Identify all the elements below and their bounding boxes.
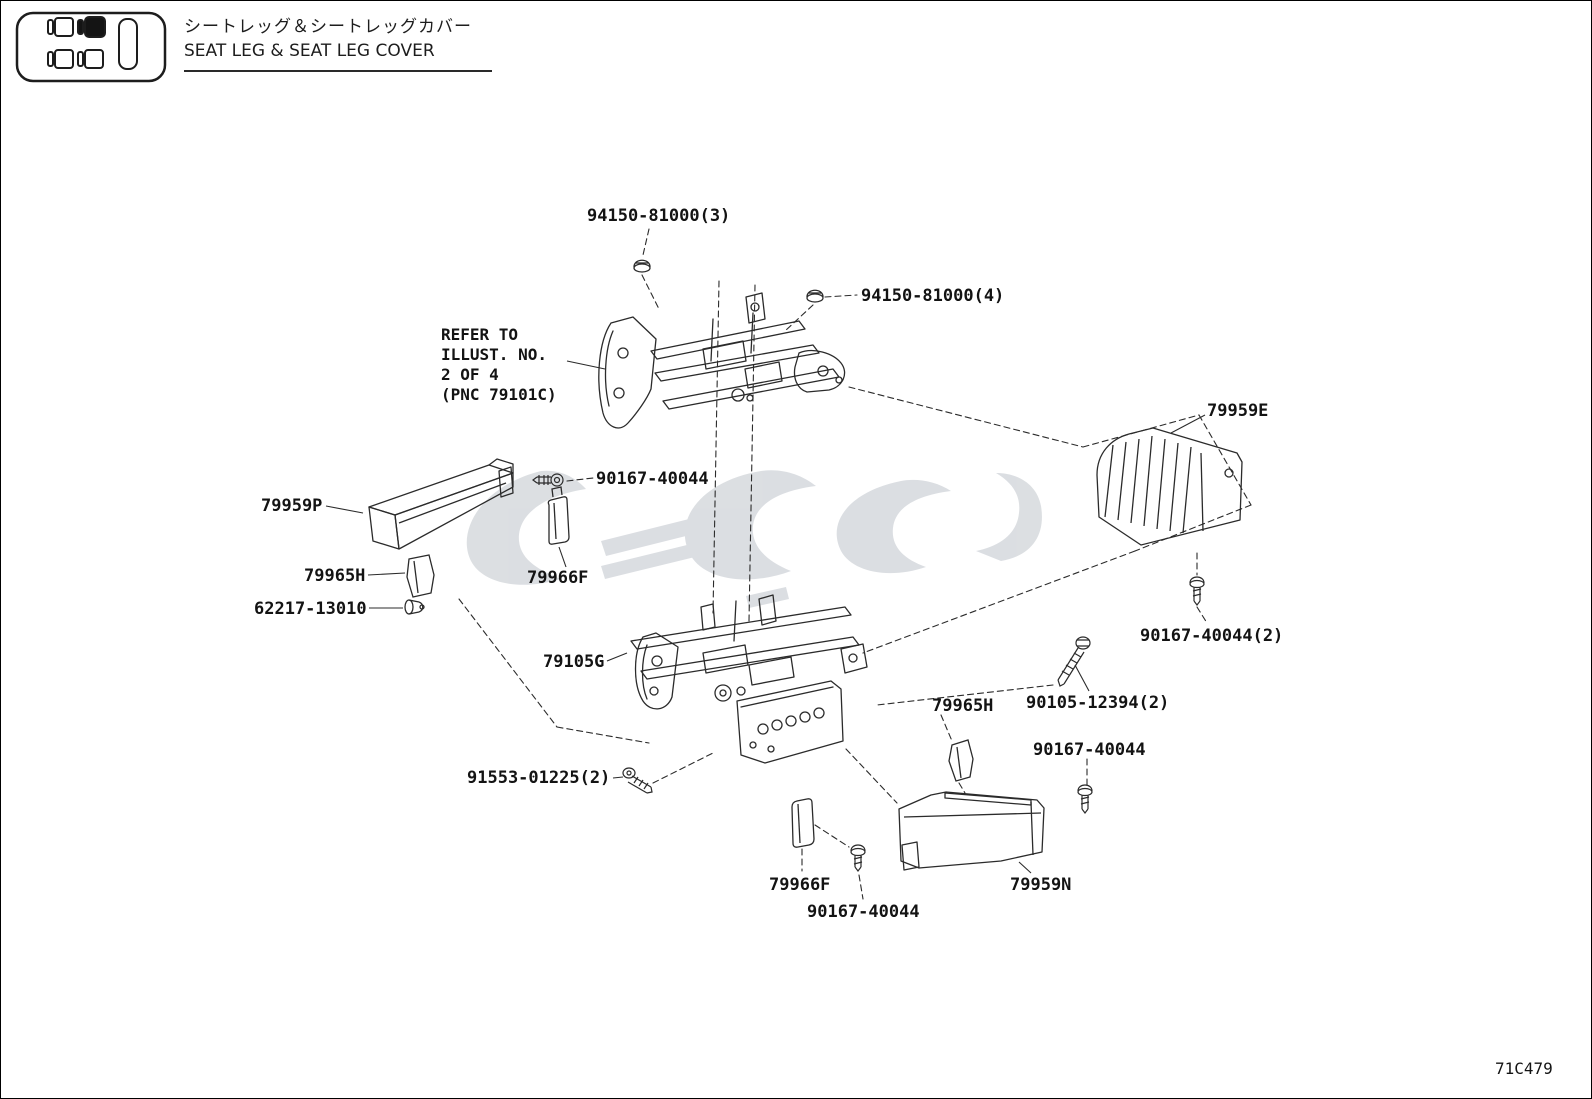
- seat-icon-top-middle-selected: [77, 16, 106, 38]
- title-japanese: シートレッグ＆シートレッグカバー: [184, 17, 472, 37]
- screw-79959e-art: [1189, 576, 1205, 606]
- bracket-79965h-right-art: [948, 739, 974, 782]
- part-label-94150-81000-3[interactable]: 94150-81000(3): [587, 206, 731, 226]
- cover-79959n-art: [898, 791, 1045, 871]
- part-label-91553-01225-2[interactable]: 91553-01225(2): [467, 768, 611, 788]
- part-label-79105g[interactable]: 79105G: [543, 652, 605, 672]
- upper-frame-art: [598, 292, 846, 429]
- header: シートレッグ＆シートレッグカバー SEAT LEG & SEAT LEG COV…: [1, 1, 601, 101]
- screw-90167-upper-art: [532, 473, 564, 487]
- refer-note-line: (PNC 79101C): [441, 385, 557, 404]
- part-label-90167-40044-bottom[interactable]: 90167-40044: [807, 902, 920, 922]
- van-seat-layout-icon: [15, 11, 167, 83]
- bracket-79965h-left-art: [406, 554, 435, 598]
- clip-nut-art-2: [806, 289, 824, 303]
- seat-icon-bottom-left: [47, 49, 74, 69]
- title-english: SEAT LEG & SEAT LEG COVER: [184, 41, 435, 61]
- title-block: シートレッグ＆シートレッグカバー SEAT LEG & SEAT LEG COV…: [184, 15, 492, 72]
- screw-90167-bottom-art: [850, 844, 866, 872]
- part-label-62217-13010[interactable]: 62217-13010: [254, 599, 367, 619]
- bolt-90105-art: [1057, 636, 1091, 687]
- bolt-91553-art: [622, 767, 653, 794]
- seat-icon-bottom-middle: [77, 49, 104, 69]
- refer-note-line: REFER TO: [441, 325, 519, 344]
- part-label-90167-40044-top[interactable]: 90167-40044: [596, 469, 709, 489]
- screw-90167-right-art: [1077, 784, 1093, 814]
- part-label-79959p[interactable]: 79959P: [261, 496, 323, 516]
- part-label-79959e[interactable]: 79959E: [1207, 401, 1269, 421]
- part-label-90167-40044-2[interactable]: 90167-40044(2): [1140, 626, 1284, 646]
- bench-icon: [118, 18, 138, 70]
- plate-79966f-lower-art: [791, 798, 815, 848]
- part-label-79965h-left[interactable]: 79965H: [304, 566, 366, 586]
- stud-62217-art: [404, 599, 425, 615]
- refer-note: REFER TO ILLUST. NO. 2 OF 4 (PNC 79101C): [441, 325, 557, 405]
- part-label-79959n[interactable]: 79959N: [1010, 875, 1072, 895]
- part-label-79966f-lower[interactable]: 79966F: [769, 875, 831, 895]
- part-label-79966f-upper[interactable]: 79966F: [527, 568, 589, 588]
- lower-frame-79105g-art: [630, 594, 868, 764]
- cover-79959p-art: [368, 458, 514, 550]
- part-label-79965h-right[interactable]: 79965H: [932, 696, 994, 716]
- refer-note-line: 2 OF 4: [441, 365, 499, 384]
- refer-note-line: ILLUST. NO.: [441, 345, 547, 364]
- diagram-code: 71C479: [1495, 1059, 1553, 1078]
- cover-79959e-art: [1096, 427, 1243, 546]
- part-label-94150-81000-4[interactable]: 94150-81000(4): [861, 286, 1005, 306]
- clip-nut-art-1: [633, 259, 651, 273]
- watermark-logo: [466, 470, 1042, 608]
- part-label-90105-12394-2[interactable]: 90105-12394(2): [1026, 693, 1170, 713]
- leader-lines: [325, 360, 1206, 874]
- part-label-90167-40044-right[interactable]: 90167-40044: [1033, 740, 1146, 760]
- plate-79966f-upper-art: [547, 486, 570, 545]
- seat-icon-top-left: [47, 17, 74, 37]
